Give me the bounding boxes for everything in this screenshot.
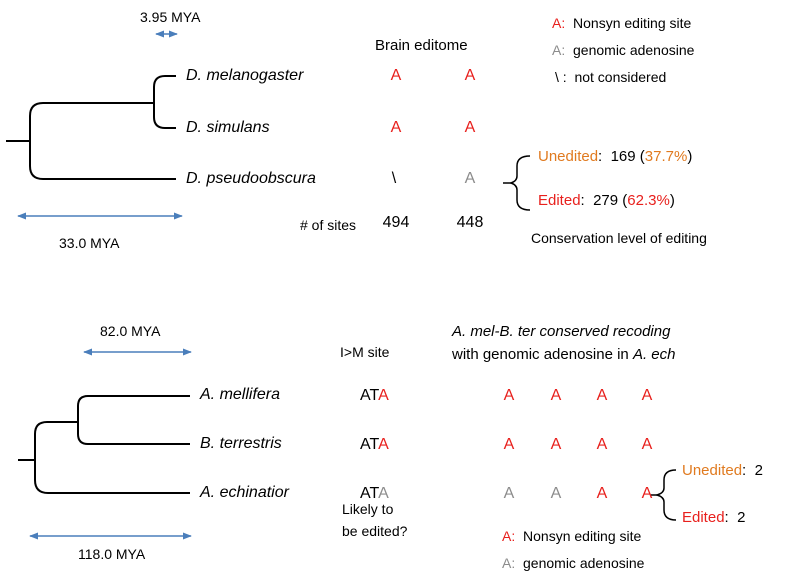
im-site-header: I>M site (340, 344, 390, 360)
bottom-edited-summary: Edited: 2 (682, 509, 746, 526)
question-line1: Likely to (342, 501, 394, 517)
top-edited-summary: Edited: 279 (62.3%) (538, 192, 675, 209)
site-col2-melanogaster: A (464, 67, 476, 84)
scale-label-large: 33.0 MYA (59, 235, 120, 251)
question-line2: be edited? (342, 523, 408, 539)
site-ech-4: A (641, 485, 653, 502)
bottom-unedited-summary: Unedited: 2 (682, 462, 763, 479)
legend-not-considered: \ : not considered (555, 69, 667, 85)
codon-a-echinatior: ATA (360, 485, 389, 502)
sites-count-2: 448 (456, 214, 484, 231)
species-a-mellifera: A. mellifera (200, 386, 281, 403)
sites-label: # of sites (300, 217, 357, 233)
legend-genomic-adenosine: A: genomic adenosine (552, 42, 695, 58)
species-b-terrestris: B. terrestris (200, 435, 282, 452)
site-col1-simulans: A (390, 119, 402, 136)
site-col1-melanogaster: A (390, 67, 402, 84)
bottom-tree (18, 395, 190, 494)
brain-editome-header: Brain editome (375, 37, 468, 54)
species-a-echinatior: A. echinatior (200, 484, 289, 501)
site-ter-3: A (596, 436, 608, 453)
site-ter-1: A (503, 436, 515, 453)
bottom-title-line2: with genomic adenosine in A. ech (452, 346, 676, 363)
bottom-title-line1: A. mel-B. ter conserved recoding (452, 323, 671, 340)
scale-label-82: 82.0 MYA (100, 323, 161, 339)
top-brace (508, 155, 531, 211)
scale-label-118: 118.0 MYA (78, 546, 146, 562)
codon-b-terrestris: ATA (360, 436, 389, 453)
species-d-pseudoobscura: D. pseudoobscura (186, 170, 316, 187)
site-ter-2: A (550, 436, 562, 453)
site-ter-4: A (641, 436, 653, 453)
bottom-legend-editing-site: A: Nonsyn editing site (502, 528, 642, 544)
site-mel-2: A (550, 387, 562, 404)
site-ech-3: A (596, 485, 608, 502)
species-d-melanogaster: D. melanogaster (186, 67, 304, 84)
site-col1-pseudoobscura: \ (391, 170, 397, 187)
conservation-footer: Conservation level of editing (531, 230, 707, 246)
sites-count-1: 494 (382, 214, 410, 231)
site-col2-pseudoobscura: A (464, 170, 476, 187)
codon-a-mellifera: ATA (360, 387, 389, 404)
scale-label-small: 3.95 MYA (140, 9, 201, 25)
bottom-legend-genomic-adenosine: A: genomic adenosine (502, 555, 645, 571)
site-mel-3: A (596, 387, 608, 404)
top-tree (6, 75, 176, 180)
top-unedited-summary: Unedited: 169 (37.7%) (538, 148, 693, 165)
species-d-simulans: D. simulans (186, 119, 270, 136)
site-mel-1: A (503, 387, 515, 404)
site-mel-4: A (641, 387, 653, 404)
site-ech-1: A (503, 485, 515, 502)
bottom-brace (654, 469, 677, 521)
site-ech-2: A (550, 485, 562, 502)
legend-editing-site: A: Nonsyn editing site (552, 15, 692, 31)
site-col2-simulans: A (464, 119, 476, 136)
